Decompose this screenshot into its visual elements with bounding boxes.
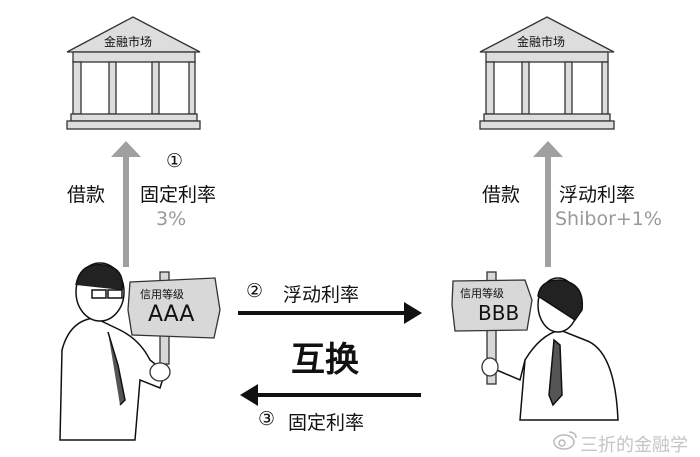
sign-title-left: 信用等级: [140, 288, 184, 301]
arrow-up-left: [111, 141, 141, 267]
person-bbb-icon: [491, 277, 619, 421]
person-aaa-icon: [59, 262, 166, 441]
step-1: ①: [166, 150, 184, 172]
sign-post-left: [127, 271, 221, 382]
swap-floating-label: 浮动利率: [283, 284, 360, 306]
sign-post-right: [451, 271, 533, 385]
weibo-logo-icon: [553, 431, 577, 450]
swap-fixed-label: 固定利率: [288, 412, 365, 434]
rating-aaa: AAA: [148, 302, 195, 327]
swap-title: 互换: [291, 340, 359, 380]
step-2: ②: [246, 280, 264, 302]
arrow-up-right: [533, 141, 563, 267]
step-3: ③: [258, 408, 276, 430]
rating-bbb: BBB: [478, 301, 520, 325]
floating-rate-label: 浮动利率: [559, 184, 636, 206]
fixed-rate-value: 3%: [156, 208, 187, 230]
market-label-right: 金融市场: [517, 35, 566, 49]
bank-building-icon-right: [479, 16, 615, 130]
arrow-left-fixed: [240, 384, 421, 406]
watermark: 三折的金融学: [580, 435, 688, 456]
fixed-rate-label: 固定利率: [140, 184, 217, 206]
bank-building-icon-left: [66, 16, 201, 130]
borrow-label-right: 借款: [482, 184, 521, 206]
sign-title-right: 信用等级: [460, 287, 504, 300]
floating-rate-value: Shibor+1%: [555, 208, 662, 230]
market-label-left: 金融市场: [104, 35, 153, 49]
borrow-label-left: 借款: [67, 184, 106, 206]
arrow-right-floating: [238, 302, 422, 324]
